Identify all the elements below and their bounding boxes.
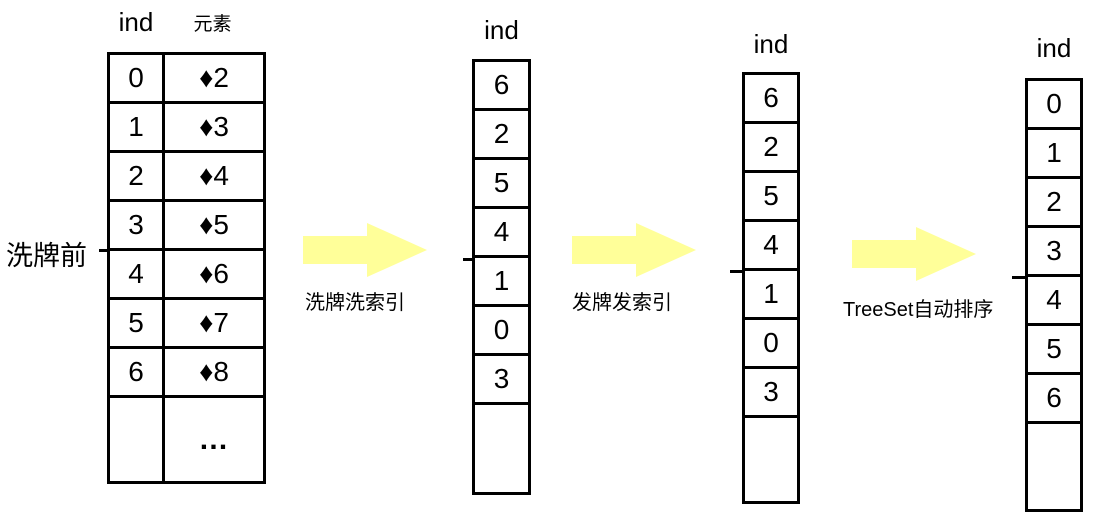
index-cell: 2 [742, 121, 800, 173]
index-cell: 4 [472, 206, 531, 258]
index-cell: 1 [1025, 127, 1083, 179]
arrow-shuffle-label: 洗牌洗索引 [305, 292, 405, 314]
index-cell: 2 [1025, 176, 1083, 228]
card-cell: ♦6 [162, 248, 266, 300]
col4-ind-header: ind [1036, 33, 1072, 63]
table-row: 6 [472, 59, 531, 111]
table-row: 4 ♦6 [107, 248, 266, 300]
col3-junction-tick [730, 270, 743, 273]
arrow-shuffle-icon [303, 223, 427, 277]
card-cell: ♦3 [162, 101, 266, 153]
before-shuffle-table: 0 ♦2 1 ♦3 2 ♦4 3 ♦5 4 ♦6 5 ♦7 6 ♦8 … [107, 52, 266, 484]
sorted-index-column: 0 1 2 3 4 5 6 [1025, 78, 1083, 512]
table1-element-header: 元素 [193, 14, 232, 35]
index-cell: 5 [472, 157, 531, 209]
index-cell: 1 [472, 255, 531, 307]
table-row: 3 [472, 353, 531, 405]
ellipsis-cell: … [162, 395, 266, 484]
arrow-shape [303, 223, 427, 277]
table-row: 2 [472, 108, 531, 160]
table-row: 5 [472, 157, 531, 209]
card-cell: ♦5 [162, 199, 266, 251]
index-cell: 6 [1025, 372, 1083, 424]
table-row: 1 [742, 268, 800, 320]
empty-cell [742, 415, 800, 504]
table-row: 0 [1025, 78, 1083, 130]
table-row: 0 [472, 304, 531, 356]
index-cell: 0 [107, 52, 165, 104]
dealt-index-column: 6 2 5 4 1 0 3 [742, 72, 800, 504]
index-cell: 5 [742, 170, 800, 222]
index-cell: 1 [107, 101, 165, 153]
table-row: 6 ♦8 [107, 346, 266, 398]
index-cell: 3 [472, 353, 531, 405]
table-row [1025, 421, 1083, 512]
table-row: 2 [742, 121, 800, 173]
card-cell: ♦2 [162, 52, 266, 104]
card-cell: ♦4 [162, 150, 266, 202]
shuffled-index-column: 6 2 5 4 1 0 3 [472, 59, 531, 495]
table-row: 4 [1025, 274, 1083, 326]
table-row: 3 [742, 366, 800, 418]
table-row: 5 ♦7 [107, 297, 266, 349]
arrow-shape [572, 223, 696, 277]
card-cell: ♦8 [162, 346, 266, 398]
empty-cell [1025, 421, 1083, 512]
index-cell: 0 [1025, 78, 1083, 130]
table-row: 4 [742, 219, 800, 271]
col3-ind-header: ind [753, 29, 789, 59]
index-cell: 3 [1025, 225, 1083, 277]
index-cell: 6 [742, 72, 800, 124]
col2-junction-tick [463, 258, 474, 261]
index-cell: 1 [742, 268, 800, 320]
table-row: 0 ♦2 [107, 52, 266, 104]
index-cell: 4 [1025, 274, 1083, 326]
index-cell: 6 [107, 346, 165, 398]
table-row: 1 ♦3 [107, 101, 266, 153]
col2-ind-header: ind [484, 15, 519, 45]
index-cell: 4 [742, 219, 800, 271]
index-cell: 2 [107, 150, 165, 202]
col4-junction-tick [1012, 276, 1026, 279]
index-cell: 4 [107, 248, 165, 300]
table-row: 4 [472, 206, 531, 258]
index-cell: 0 [742, 317, 800, 369]
table-row [742, 415, 800, 504]
index-cell: 0 [472, 304, 531, 356]
index-cell [107, 395, 165, 484]
index-cell: 3 [742, 366, 800, 418]
table-row: 1 [472, 255, 531, 307]
table-row: 6 [1025, 372, 1083, 424]
table-row: 1 [1025, 127, 1083, 179]
table1-junction-tick [99, 249, 109, 252]
index-cell: 6 [472, 59, 531, 111]
table-row: 5 [742, 170, 800, 222]
table-row: 2 ♦4 [107, 150, 266, 202]
card-cell: ♦7 [162, 297, 266, 349]
table1-ind-header: ind [118, 7, 154, 37]
index-cell: 2 [472, 108, 531, 160]
table-row: … [107, 395, 266, 484]
table-row: 0 [742, 317, 800, 369]
table-row: 3 [1025, 225, 1083, 277]
arrow-shape [852, 227, 976, 281]
index-cell: 5 [1025, 323, 1083, 375]
table-row: 3 ♦5 [107, 199, 266, 251]
table-row: 5 [1025, 323, 1083, 375]
arrow-sort-icon [852, 227, 976, 281]
index-cell: 5 [107, 297, 165, 349]
table-row: 2 [1025, 176, 1083, 228]
arrow-deal-label: 发牌发索引 [572, 292, 672, 314]
arrow-deal-icon [572, 223, 696, 277]
empty-cell [472, 402, 531, 495]
index-cell: 3 [107, 199, 165, 251]
table-row: 6 [742, 72, 800, 124]
table-row [472, 402, 531, 495]
before-shuffle-label: 洗牌前 [6, 241, 87, 271]
arrow-sort-label: TreeSet自动排序 [843, 299, 994, 321]
